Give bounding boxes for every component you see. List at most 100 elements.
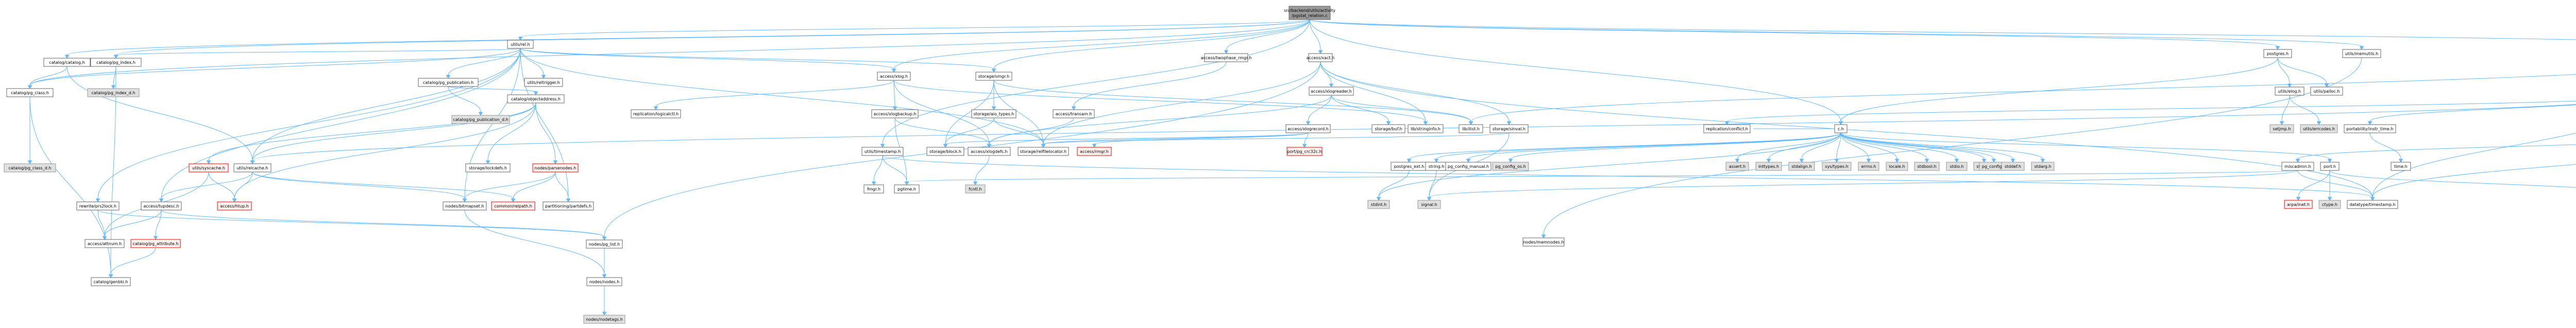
node-stdio[interactable]: stdio.h (1946, 162, 1968, 171)
node-miscadmin[interactable]: miscadmin.h (2281, 162, 2314, 171)
node-storage-aio-types[interactable]: storage/aio_types.h (971, 109, 1016, 118)
edge-access_twophase_rmgr-to-access_transam (1071, 61, 1227, 110)
edge-catalog_pg_attribute-to-catalog_genbki (108, 247, 156, 278)
node-pg-config[interactable]: pg_config.h (1979, 162, 2009, 171)
node-catalog-pg-publication-d[interactable]: catalog/pg_publication_d.h (451, 115, 510, 124)
node-nodes-nodes[interactable]: nodes/nodes.h (586, 277, 622, 286)
node-storage-relfilelocator[interactable]: storage/relfilelocator.h (1018, 147, 1069, 156)
node-catalog-objectaddress[interactable]: catalog/objectaddress.h (507, 94, 565, 103)
node-utils-timestamp[interactable]: utils/timestamp.h (861, 147, 904, 156)
node-common-relpath[interactable]: common/relpath.h (491, 201, 535, 211)
arrowhead-icon (511, 198, 516, 202)
node-stdint[interactable]: stdint.h (1367, 200, 1390, 209)
node-pg-config-os[interactable]: pg_config_os.h (1492, 162, 1529, 171)
edge-utils_rel-to-access_xlog (520, 48, 896, 73)
node-access-transam[interactable]: access/transam.h (1053, 109, 1095, 118)
node-postgres-h[interactable]: postgres.h (2263, 49, 2292, 58)
node-port-pg-crc32c[interactable]: port/pg_crc32c.h (1286, 147, 1323, 156)
node-utils-memutils[interactable]: utils/memutils.h (2342, 49, 2381, 58)
edge-line (161, 48, 521, 199)
node-storage-buf[interactable]: storage/buf.h (1371, 124, 1405, 133)
node-catalog-catalog[interactable]: catalog/catalog.h (43, 58, 91, 67)
node-access-xlogdefs[interactable]: access/xlogdefs.h (968, 147, 1011, 156)
edge-utils_rel-to-catalog_pg_index (113, 48, 521, 59)
node-fmgr[interactable]: fmgr.h (863, 184, 884, 194)
node-lib-stringinfo[interactable]: lib/stringinfo.h (1408, 124, 1444, 133)
node-replication-conflict[interactable]: replication/conflict.h (1703, 124, 1751, 133)
node-utils-relcache[interactable]: utils/relcache.h (233, 163, 272, 172)
node-pg-config-manual[interactable]: pg_config_manual.h (1445, 162, 1492, 171)
node-rewrite-prs2lock[interactable]: rewrite/prs2lock.h (76, 201, 120, 211)
node-nodes-memnodes[interactable]: nodes/memnodes.h (1522, 237, 1565, 247)
edge-access_xlog-to-access_xlogbackup (892, 80, 897, 110)
node-catalog-pg-publication[interactable]: catalog/pg_publication.h (418, 78, 479, 87)
node-nodes-nodetags[interactable]: nodes/nodetags.h (583, 315, 625, 324)
node-nodes-pg-list[interactable]: nodes/pg_list.h (586, 239, 623, 249)
node-datatype-timestamp[interactable]: datatype/timestamp.h (2347, 200, 2398, 209)
node-box (1077, 147, 1112, 156)
node-nodes-parsenodes[interactable]: nodes/parsenodes.h (532, 163, 579, 172)
node-storage-block[interactable]: storage/block.h (926, 147, 964, 156)
node-access-xlog[interactable]: access/xlog.h (877, 72, 911, 81)
node-inttypes[interactable]: inttypes.h (1755, 162, 1782, 171)
node-utils-reltrigger[interactable]: utils/reltrigger.h (524, 78, 563, 87)
node-locale[interactable]: locale.h (1886, 162, 1908, 171)
node-lib-ilist[interactable]: lib/ilist.h (1459, 124, 1483, 133)
node-sys-types[interactable]: sys/types.h (1822, 162, 1852, 171)
edge-access_xlogbackup-to-access_xlogdefs (894, 117, 992, 148)
node-postgres-ext[interactable]: postgres_ext.h (1391, 162, 1428, 171)
node-utils-rel[interactable]: utils/rel.h (507, 40, 534, 49)
node-access-htup[interactable]: access/htup.h (217, 201, 252, 211)
edge-line (2372, 164, 2576, 198)
node-access-twophase-rmgr[interactable]: access/twophase_rmgr.h (1201, 53, 1252, 62)
node-replication-logicalctl[interactable]: replication/logicalctl.h (631, 109, 681, 118)
node-access-xact[interactable]: access/xact.h (1307, 53, 1334, 62)
node-access-attnum[interactable]: access/attnum.h (84, 239, 125, 248)
node-access-xlogreader[interactable]: access/xlogreader.h (1309, 87, 1354, 96)
node-root[interactable]: src/backend/utils/activity/pgstat_relati… (1284, 6, 1335, 20)
node-catalog-pg-index-d[interactable]: catalog/pg_index_d.h (87, 88, 140, 97)
node-pgtime[interactable]: pgtime.h (894, 184, 920, 194)
node-port-h[interactable]: port.h (2320, 162, 2340, 171)
node-label: access/attnum.h (88, 241, 122, 246)
node-arpa-inet[interactable]: arpa/inet.h (2284, 200, 2313, 209)
node-access-tupdesc[interactable]: access/tupdesc.h (141, 201, 182, 211)
edge-line (161, 210, 605, 237)
node-utils-palloc[interactable]: utils/palloc.h (2310, 87, 2343, 96)
node-utils-syscache[interactable]: utils/syscache.h (189, 163, 229, 172)
node-assert[interactable]: assert.h (1725, 162, 1749, 171)
node-portability-instr-time[interactable]: portability/instr_time.h (2344, 124, 2396, 133)
node-catalog-pg-class[interactable]: catalog/pg_class.h (6, 88, 54, 97)
node-catalog-pg-attribute[interactable]: catalog/pg_attribute.h (130, 239, 181, 248)
node-catalog-pg-index[interactable]: catalog/pg_index.h (90, 58, 142, 67)
node-box (1204, 53, 1248, 62)
node-partitioning-partdefs[interactable]: partitioning/partdefs.h (543, 201, 594, 211)
node-box (586, 239, 623, 249)
edge-line (2289, 95, 2319, 122)
node-nodes-bitmapset[interactable]: nodes/bitmapset.h (443, 201, 487, 211)
node-stdarg[interactable]: stdarg.h (2031, 162, 2055, 171)
node-catalog-pg-class-d[interactable]: catalog/pg_class_d.h (4, 163, 56, 172)
node-fcntl[interactable]: fcntl.h (965, 184, 986, 194)
node-storage-smgr[interactable]: storage/smgr.h (975, 72, 1012, 81)
node-access-xlogbackup[interactable]: access/xlogbackup.h (871, 109, 919, 118)
node-time-h[interactable]: time.h (2391, 162, 2411, 171)
node-errno[interactable]: errno.h (1858, 162, 1879, 171)
node-access-xlogrecord[interactable]: access/xlogrecord.h (1285, 124, 1331, 133)
node-box (418, 78, 479, 87)
node-ctype[interactable]: ctype.h (2318, 200, 2341, 209)
node-setjmp[interactable]: setjmp.h (2269, 124, 2294, 133)
node-stdalign[interactable]: stdalign.h (1788, 162, 1815, 171)
node-c-h[interactable]: c.h (1834, 124, 1848, 133)
arrowhead-icon (1508, 159, 1513, 163)
node-storage-sinval[interactable]: storage/sinval.h (1489, 124, 1529, 133)
node-string-h[interactable]: string.h (1425, 162, 1448, 171)
node-storage-lockdefs[interactable]: storage/lockdefs.h (465, 163, 511, 172)
node-utils-errcodes[interactable]: utils/errcodes.h (2300, 124, 2338, 133)
node-signal[interactable]: signal.h (1417, 200, 1441, 209)
node-access-rmgr[interactable]: access/rmgr.h (1077, 147, 1112, 156)
node-stddef[interactable]: stddef.h (2001, 162, 2025, 171)
node-utils-elog[interactable]: utils/elog.h (2275, 87, 2304, 96)
node-catalog-genbki[interactable]: catalog/genbki.h (91, 277, 131, 286)
node-stdbool[interactable]: stdbool.h (1914, 162, 1940, 171)
